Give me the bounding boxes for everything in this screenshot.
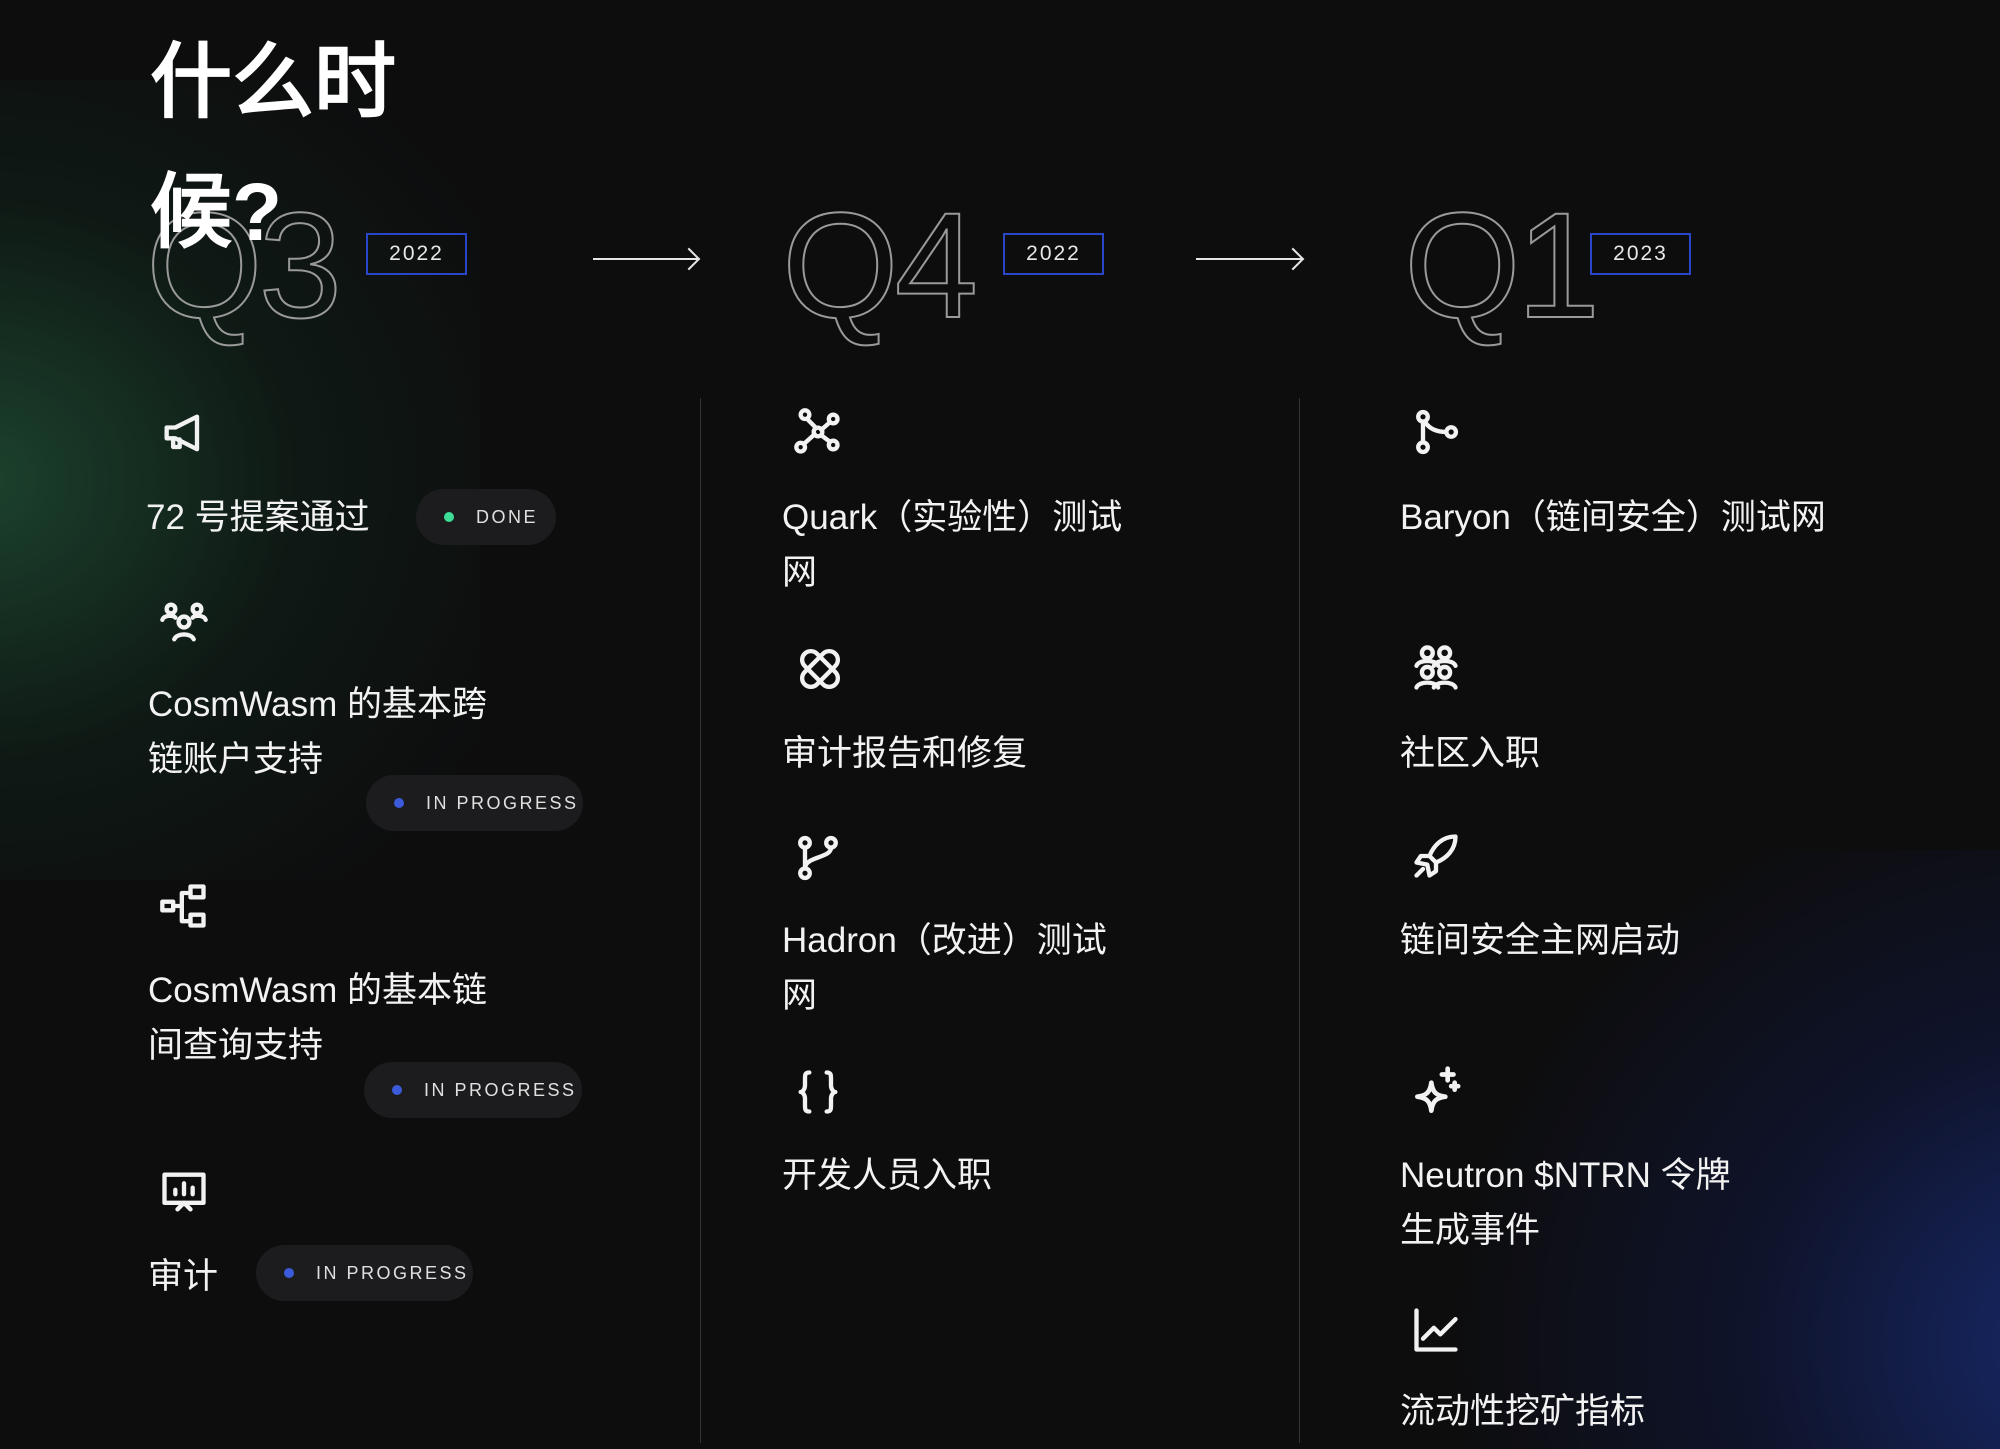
quarter-q1-year-badge: 2023 (1590, 233, 1691, 275)
quarter-q3-label: Q3 (145, 181, 343, 349)
arrow-right-icon (1196, 258, 1302, 260)
status-dot (394, 798, 404, 808)
text-line: 网 (782, 553, 818, 592)
status-label: IN PROGRESS (426, 792, 579, 813)
quarter-q4-label: Q4 (781, 181, 979, 349)
code-braces-icon (792, 1066, 844, 1118)
arrow-right-icon (593, 258, 698, 260)
page-title: 什么时 候? (150, 30, 396, 266)
status-badge-in-progress: IN PROGRESS (364, 1062, 582, 1118)
text-line: 生成事件 (1400, 1211, 1541, 1250)
line-chart-icon (1410, 1304, 1462, 1356)
text-line: 间查询支持 (148, 1026, 324, 1065)
status-dot (284, 1268, 294, 1278)
quarter-q3-year-badge: 2022 (366, 233, 467, 275)
text-line: CosmWasm 的基本链 (148, 971, 487, 1010)
status-badge-in-progress: IN PROGRESS (256, 1245, 473, 1301)
text-line: Neutron $NTRN 令牌 (1400, 1156, 1731, 1195)
milestone-text: 审计报告和修复 (782, 734, 1028, 773)
quarter-q1-label: Q1 (1403, 181, 1601, 349)
text-line: CosmWasm 的基本跨 (148, 685, 487, 724)
presentation-chart-icon (158, 1166, 210, 1218)
milestone-text: CosmWasm 的基本链间查询支持 (148, 963, 487, 1073)
milestone-text: Baryon（链间安全）测试网 (1400, 498, 1826, 537)
sparkles-icon (1408, 1064, 1464, 1120)
blue-glow (1450, 850, 2000, 1449)
column-divider (700, 398, 701, 1443)
network-nodes-icon (792, 406, 844, 458)
milestone-text: 开发人员入职 (782, 1156, 993, 1195)
milestone-text: 流动性挖矿指标 (1400, 1392, 1646, 1431)
text-line: Quark（实验性）测试 (782, 498, 1123, 537)
git-fork-icon (792, 832, 844, 884)
milestone-text: Quark（实验性）测试网 (782, 490, 1122, 600)
green-glow (0, 80, 480, 880)
status-dot (392, 1085, 402, 1095)
megaphone-icon (158, 408, 210, 460)
text-line: 网 (782, 976, 818, 1015)
milestone-text: Neutron $NTRN 令牌生成事件 (1400, 1148, 1731, 1258)
git-merge-icon (1410, 406, 1462, 458)
status-badge-done: DONE (416, 489, 556, 545)
status-badge-in-progress: IN PROGRESS (366, 775, 583, 831)
status-dot (444, 512, 454, 522)
status-label: IN PROGRESS (424, 1079, 577, 1100)
milestone-text: CosmWasm 的基本跨链账户支持 (148, 677, 487, 787)
rocket-icon (1410, 830, 1462, 882)
status-label: DONE (476, 506, 539, 527)
title-line-1: 什么时 (150, 37, 397, 128)
quarter-q4-year-badge: 2022 (1003, 233, 1104, 275)
milestone-text: 审计 (148, 1257, 219, 1296)
text-line: Hadron（改进）测试 (782, 921, 1107, 960)
community-icon (1410, 642, 1462, 694)
users-icon (158, 596, 210, 648)
milestone-text: Hadron（改进）测试网 (782, 913, 1107, 1023)
text-line: 链账户支持 (148, 740, 324, 779)
bandage-icon (794, 643, 846, 695)
milestone-text: 社区入职 (1400, 734, 1541, 773)
title-line-2: 候? (150, 167, 283, 258)
milestone-text: 72 号提案通过 (146, 498, 370, 537)
milestone-text: 链间安全主网启动 (1400, 921, 1681, 960)
status-label: IN PROGRESS (316, 1262, 469, 1283)
column-divider (1299, 398, 1300, 1443)
hierarchy-icon (158, 880, 210, 932)
